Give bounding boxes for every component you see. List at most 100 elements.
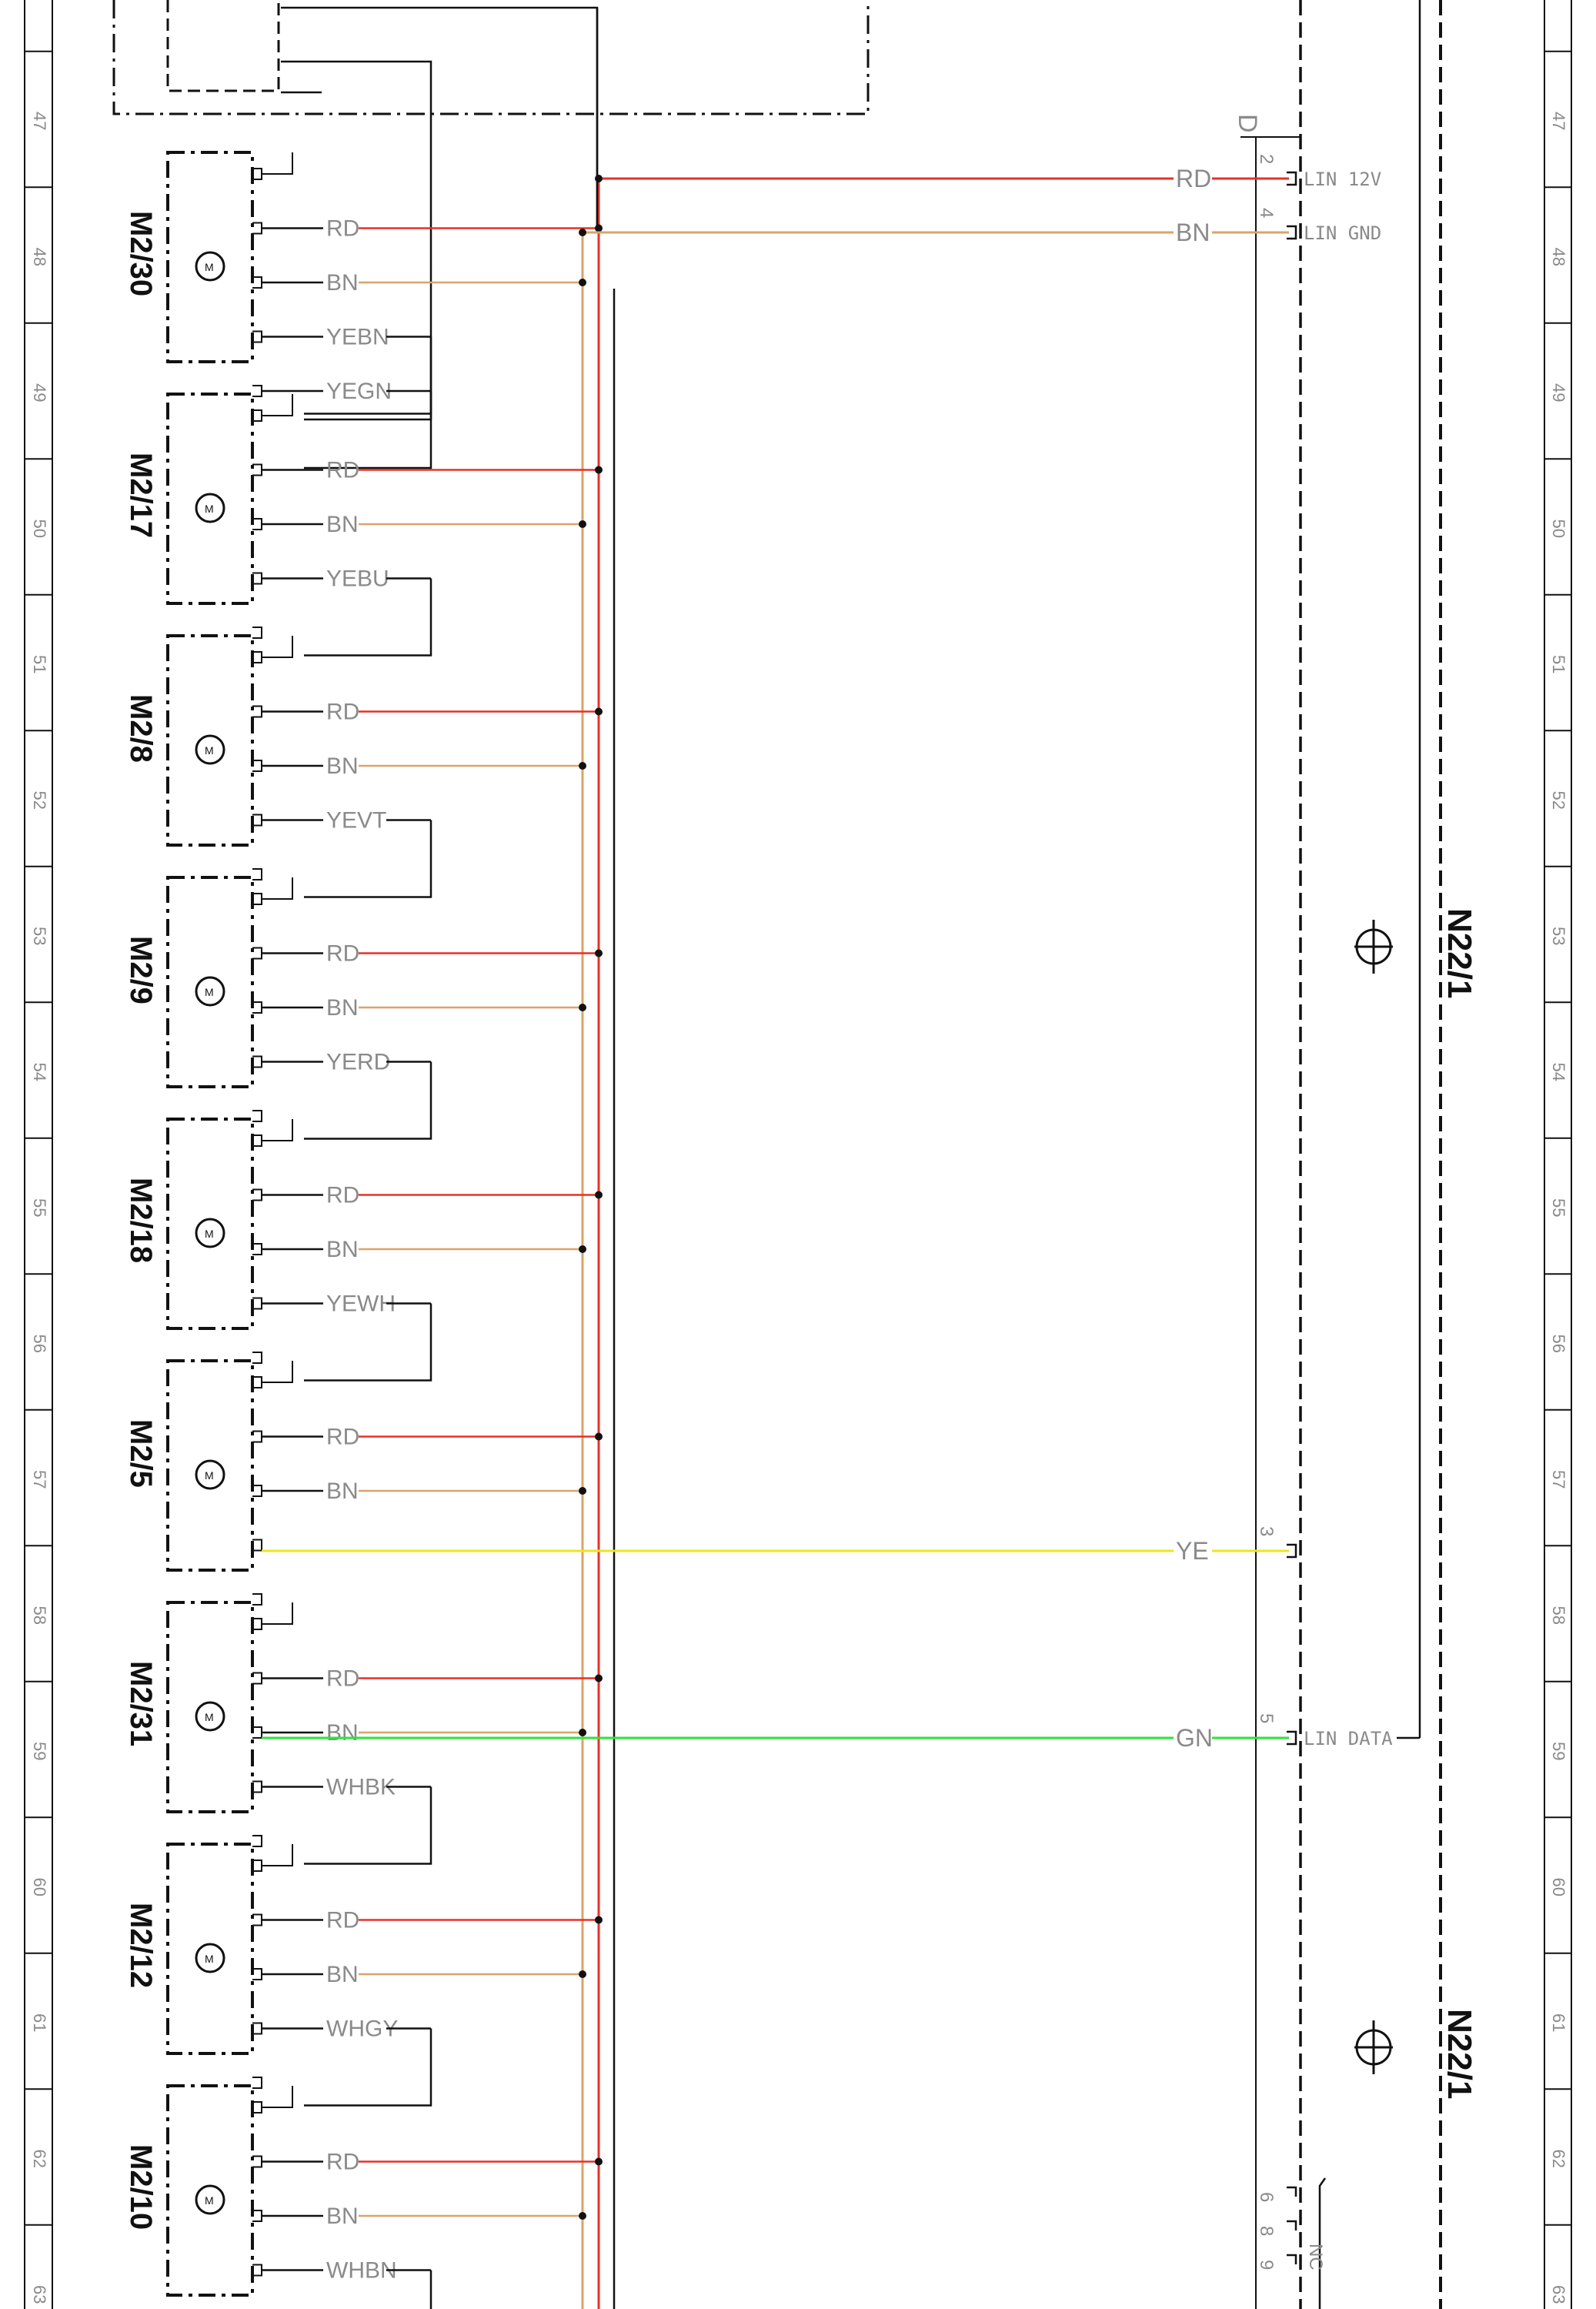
motor-wire-label: YEWH bbox=[326, 1292, 396, 1317]
top-wire-1 bbox=[281, 6, 599, 231]
connector-nc-pin-number: 8 bbox=[1256, 2226, 1277, 2236]
motor-icon-letter: M bbox=[205, 1469, 214, 1482]
motor-bracket bbox=[262, 1602, 293, 1625]
ruler-left-label: 58 bbox=[30, 1606, 49, 1625]
ruler-right-label: 55 bbox=[1549, 1198, 1568, 1217]
ruler-right-label: 56 bbox=[1549, 1335, 1568, 1353]
module-id: N22/1 bbox=[1441, 2009, 1478, 2099]
motor-wire-label: WHBK bbox=[326, 1775, 396, 1800]
motor-box bbox=[166, 1118, 254, 1330]
motor-wire-label: BN bbox=[326, 1720, 359, 1746]
connector-pin-number: 2 bbox=[1256, 154, 1277, 164]
motor-daisy-link bbox=[429, 2270, 432, 2309]
motor-wire-label: BN bbox=[326, 270, 359, 296]
motor-wire-junction bbox=[579, 2212, 586, 2220]
ruler-right-label: 47 bbox=[1549, 112, 1568, 130]
motor-icon bbox=[195, 1701, 225, 1732]
ruler-left-label: 51 bbox=[30, 655, 49, 673]
ruler-right-label: 61 bbox=[1549, 2013, 1568, 2032]
motor-wire-label: RD bbox=[326, 216, 359, 242]
connector-signal-label: LIN DATA bbox=[1304, 1728, 1393, 1749]
motor-daisy-link bbox=[304, 578, 432, 657]
motor-icon bbox=[195, 2184, 225, 2215]
motor-wire-label: BN bbox=[326, 1237, 359, 1262]
ruler-right-label: 50 bbox=[1549, 520, 1568, 538]
motor-wire-label: RD bbox=[326, 458, 359, 483]
connector-wire-label: YE bbox=[1176, 1537, 1209, 1565]
connector-signal-label: LIN GND bbox=[1304, 222, 1381, 244]
motor-wire-label: RD bbox=[326, 1908, 359, 1933]
motor-wire-junction bbox=[579, 1970, 586, 1978]
connector-pin-number: 4 bbox=[1256, 208, 1277, 218]
motor-icon bbox=[195, 1943, 225, 1973]
ruler-right-label: 48 bbox=[1549, 248, 1568, 266]
ruler-left-label: 62 bbox=[30, 2150, 49, 2168]
ruler-left-label: 59 bbox=[30, 1742, 49, 1760]
motor-wire-label: BN bbox=[326, 2204, 359, 2229]
motor-id: M2/31 bbox=[124, 1661, 158, 1746]
motor-icon bbox=[195, 493, 225, 523]
module-id: N22/1 bbox=[1441, 908, 1478, 998]
motor-wire-label: RD bbox=[326, 1183, 359, 1208]
motor-wire-label: BN bbox=[326, 512, 359, 537]
ruler-right-label: 59 bbox=[1549, 1742, 1568, 1760]
connector-nc-pin-number: 6 bbox=[1256, 2192, 1277, 2202]
motor-pin bbox=[252, 1352, 262, 1364]
motor-wire-label: YERD bbox=[326, 1050, 390, 1075]
motor-icon bbox=[195, 251, 225, 282]
motor-id: M2/12 bbox=[124, 1903, 158, 1988]
motor-pin bbox=[252, 627, 262, 639]
ruler-right-label: 51 bbox=[1549, 655, 1568, 673]
connector-wire-junction bbox=[595, 175, 603, 182]
connector-nc-pin bbox=[1287, 2186, 1297, 2197]
motor-bracket bbox=[262, 1119, 293, 1141]
motor-icon-letter: M bbox=[205, 503, 214, 515]
bus-lines bbox=[581, 8, 616, 2309]
motor-pin bbox=[252, 385, 262, 397]
top-submodule-border bbox=[166, 0, 280, 92]
ruler-right-label: 53 bbox=[1549, 927, 1568, 945]
connector-signal-label: LIN 12V bbox=[1304, 169, 1381, 190]
motor-wire-junction bbox=[595, 1191, 603, 1199]
motor-wire-junction bbox=[579, 1004, 586, 1011]
top-wire-2 bbox=[281, 60, 432, 421]
connector-pin bbox=[1287, 171, 1297, 186]
motor-wire-label: RD bbox=[326, 1666, 359, 1692]
motor-wire-junction bbox=[595, 1674, 603, 1682]
motor-wire-label: BN bbox=[326, 754, 359, 779]
motor-wire-junction bbox=[595, 1916, 603, 1924]
motor-wire-label: YEGN bbox=[326, 379, 392, 404]
nc-bracket bbox=[1318, 2177, 1327, 2309]
motor-wire-junction bbox=[595, 707, 603, 716]
motor-wire-label: BN bbox=[326, 1479, 359, 1504]
ruler-right-label: 54 bbox=[1549, 1063, 1568, 1081]
motor-icon-letter: M bbox=[205, 744, 214, 757]
connector-nc-label: NC bbox=[1305, 2244, 1326, 2271]
motor-wire-junction bbox=[579, 1487, 586, 1495]
motor-daisy-link bbox=[304, 2028, 432, 2107]
top-module-frame bbox=[112, 0, 870, 421]
motor-wire-junction bbox=[595, 466, 603, 474]
ruler-right-label: 63 bbox=[1549, 2285, 1568, 2304]
motor-wire-junction bbox=[579, 762, 586, 770]
motor-icon bbox=[195, 734, 225, 765]
motor-icon-letter: M bbox=[205, 1228, 214, 1240]
motor-wire-junction bbox=[595, 2157, 603, 2166]
motor-box bbox=[166, 2084, 254, 2297]
motor-pin bbox=[252, 2077, 262, 2089]
connector-nc-pin bbox=[1287, 2220, 1297, 2230]
motor-bracket bbox=[262, 394, 293, 416]
ruler-left-label: 56 bbox=[30, 1335, 49, 1353]
motor-icon-letter: M bbox=[205, 1953, 214, 1965]
motor-wire-label: WHGY bbox=[326, 2017, 398, 2042]
motor-icon-letter: M bbox=[205, 261, 214, 273]
ruler-right-label: 58 bbox=[1549, 1606, 1568, 1625]
motor-bracket bbox=[262, 1361, 293, 1383]
